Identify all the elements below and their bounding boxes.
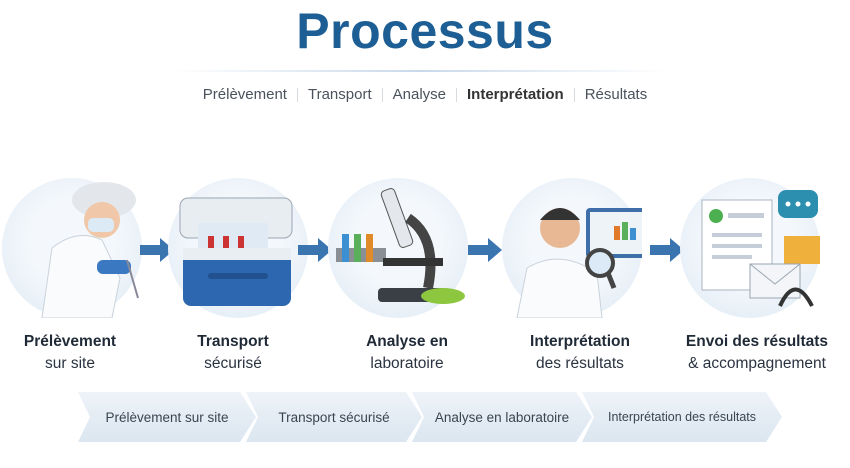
page-title: Processus [296,3,554,59]
step-analysis [328,178,468,318]
timeline-segment: Transport sécurisé [246,392,422,442]
technician-sampling-icon [41,182,139,318]
arrow-right-icon [650,238,684,262]
step-results [680,178,820,318]
nav-item-interpretation[interactable]: Interprétation [467,86,564,103]
step-sampling [2,178,142,318]
timeline: Prélèvement sur site Transport sécurisé … [0,392,850,442]
step-transport [168,178,308,318]
arrow-right-icon [298,238,332,262]
documents-mail-icon [701,190,820,307]
nav-item-analyse[interactable]: Analyse [392,86,446,103]
timeline-segment: Analyse en laboratoire [412,392,592,442]
divider [296,87,298,102]
nav-item-resultats[interactable]: Résultats [584,86,648,103]
step-interpretation [502,178,642,318]
scientist-magnifier-icon [516,208,642,318]
divider [381,87,383,102]
divider [573,87,575,102]
nav-item-transport[interactable]: Transport [307,86,372,103]
divider [456,87,457,102]
arrow-right-icon [468,238,502,262]
arrow-right-icon [140,238,174,262]
nav-item-prelevement[interactable]: Prélèvement [202,86,287,103]
step-nav: Prélèvement Transport Analyse Interpréta… [0,86,850,103]
cooler-box-icon [179,197,293,306]
timeline-segment: Prélèvement sur site [78,392,256,442]
microscope-icon [336,188,465,304]
step-label-results: Envoi des résultats& accompagnement [685,333,829,372]
divider [170,70,670,72]
timeline-segment: Interprétation des résultats [582,392,782,442]
